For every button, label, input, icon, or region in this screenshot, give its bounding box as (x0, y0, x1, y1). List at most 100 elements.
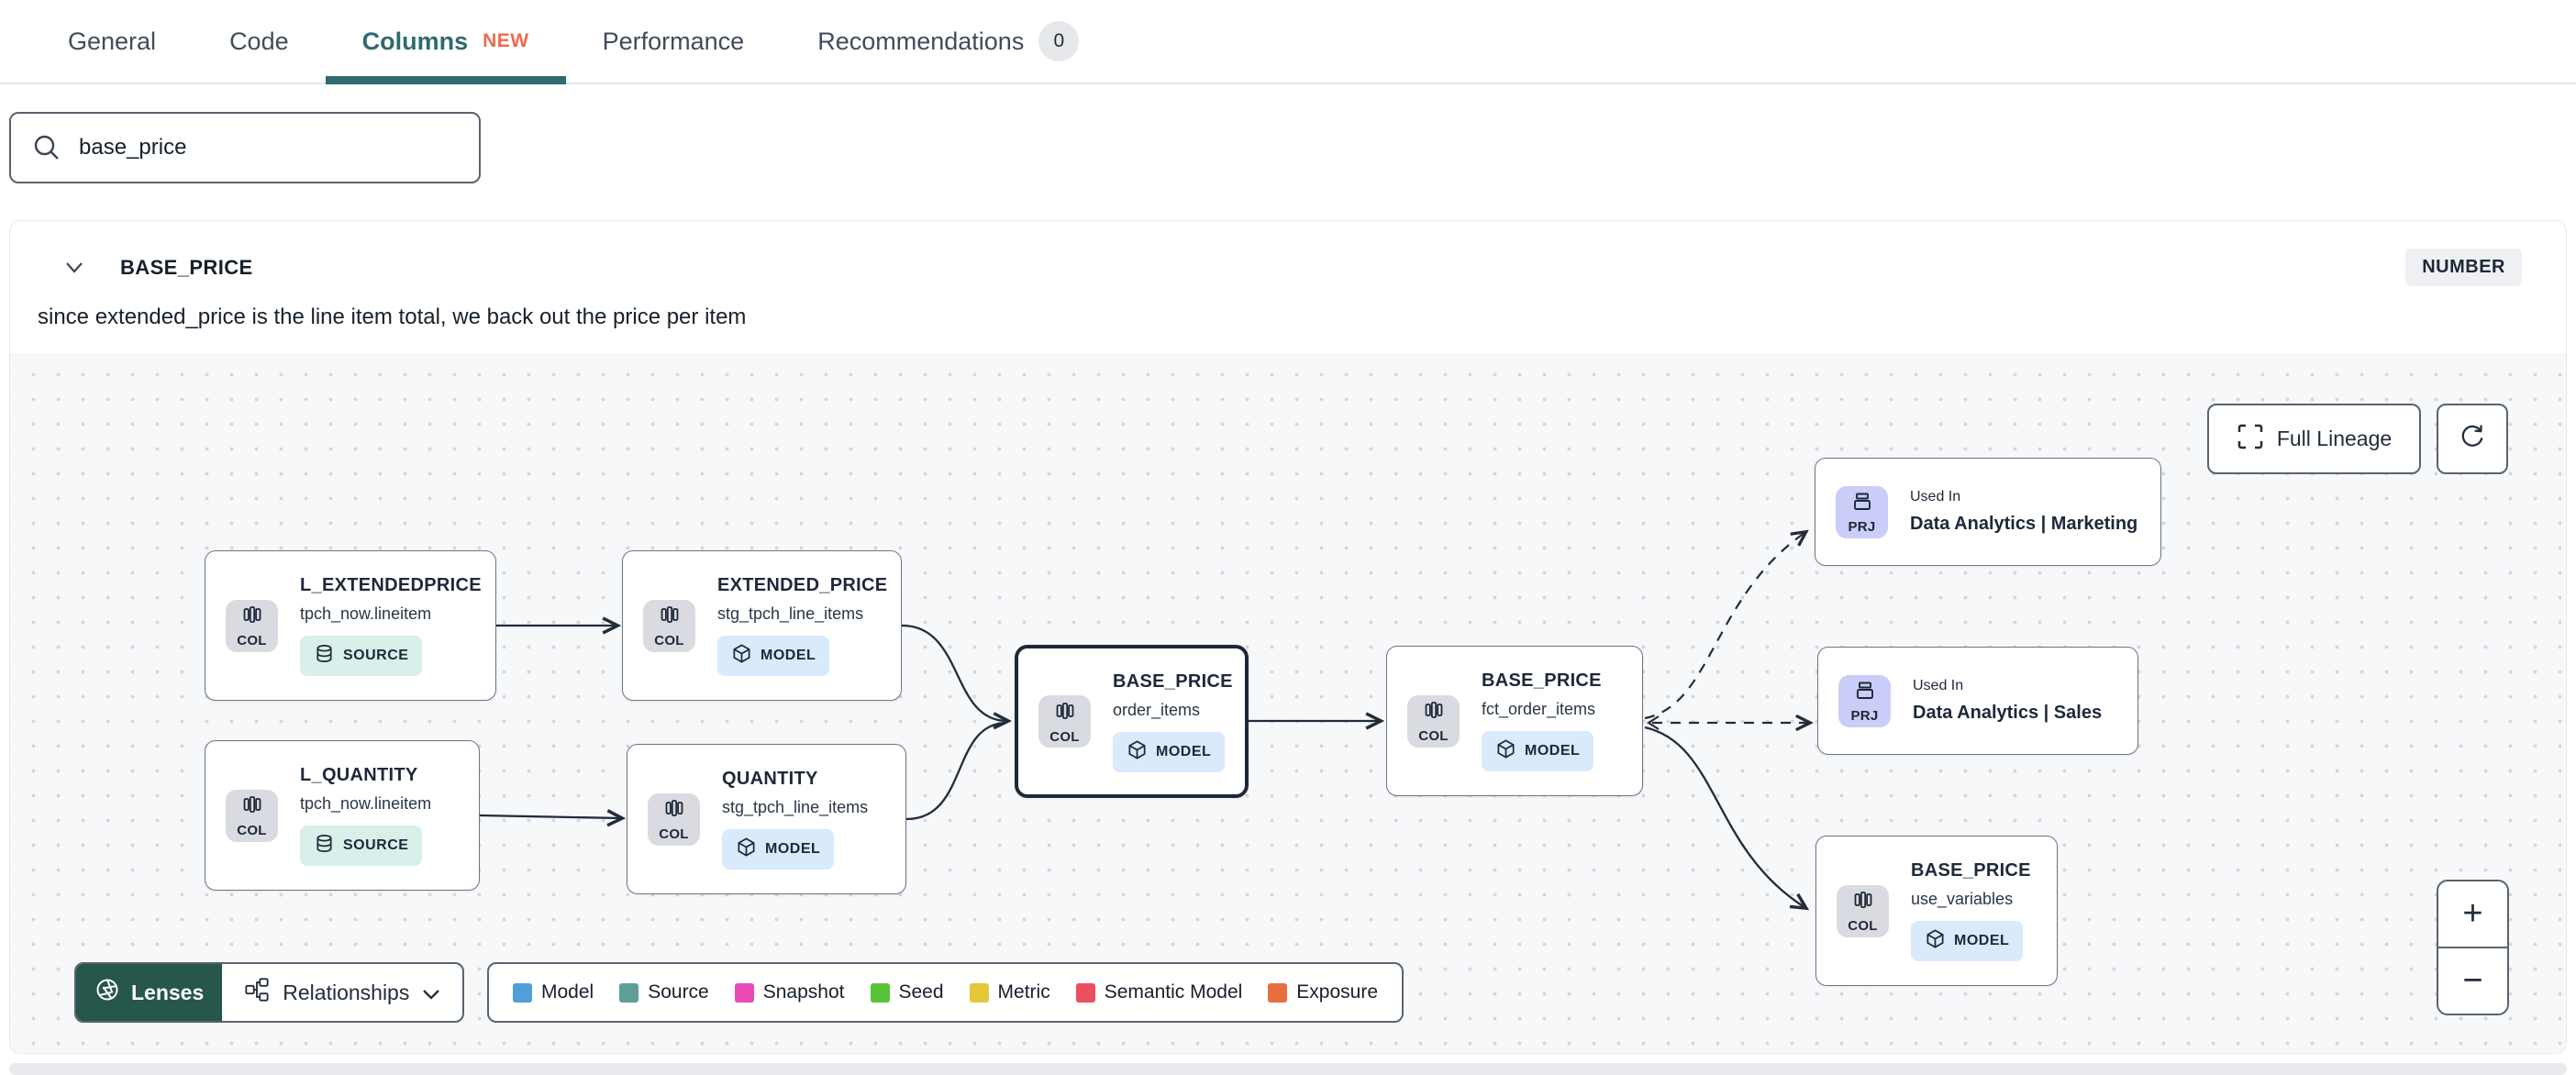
col-badge: COL (643, 599, 695, 652)
columns-icon (662, 797, 686, 826)
seed-swatch (870, 982, 890, 1003)
node-type-pill: MODEL (717, 636, 830, 676)
zoom-controls: + − (2437, 880, 2509, 1015)
cube-icon (1127, 739, 1148, 765)
col-badge: COL (1407, 694, 1460, 748)
lenses-button[interactable]: Lenses (76, 964, 223, 1021)
cube-icon (1925, 928, 1946, 954)
node-type-label: MODEL (765, 841, 821, 857)
tab-performance[interactable]: Performance (566, 0, 782, 83)
columns-icon (658, 604, 682, 632)
column-type-badge: NUMBER (2405, 249, 2522, 286)
tab-label: Code (229, 27, 289, 55)
node-title: BASE_PRICE (1911, 860, 2031, 881)
node-type-label: MODEL (1525, 743, 1581, 759)
lineage-node-base-price-fct-order-items[interactable]: COL BASE_PRICE fct_order_items MODEL (1386, 646, 1643, 796)
snapshot-swatch (734, 982, 754, 1003)
node-subtitle: fct_order_items (1482, 700, 1596, 718)
column-card-header: BASE_PRICE NUMBER (10, 221, 2566, 286)
node-title: QUANTITY (722, 769, 818, 789)
lineage-node-exposure-sales[interactable]: PRJ Used In Data Analytics | Sales (1817, 647, 2138, 755)
aperture-icon (94, 977, 120, 1008)
node-subtitle: stg_tpch_line_items (722, 798, 869, 816)
badge-label: COL (659, 826, 689, 842)
node-subtitle: tpch_now.lineitem (300, 604, 432, 623)
legend-label: Source (648, 981, 709, 1003)
project-icon (1853, 679, 1877, 707)
cube-icon (731, 643, 752, 669)
badge-label: COL (237, 633, 267, 648)
legend-item-seed: Seed (870, 981, 944, 1003)
lineage-node-quantity[interactable]: COL QUANTITY stg_tpch_line_items MODEL (627, 744, 906, 894)
search-icon (31, 132, 62, 163)
tab-general[interactable]: General (31, 0, 193, 83)
chevron-down-icon (422, 981, 440, 1005)
lineage-node-extended-price[interactable]: COL EXTENDED_PRICE stg_tpch_line_items M… (622, 550, 902, 701)
horizontal-scrollbar[interactable] (9, 1063, 2567, 1075)
legend-item-source: Source (619, 981, 709, 1003)
database-icon (314, 833, 335, 859)
lineage-node-exposure-marketing[interactable]: PRJ Used In Data Analytics | Marketing (1815, 458, 2161, 566)
node-type-label: SOURCE (343, 837, 409, 853)
node-title: L_EXTENDEDPRICE (300, 575, 482, 595)
col-badge: COL (226, 599, 278, 652)
lineage-node-l-quantity[interactable]: COL L_QUANTITY tpch_now.lineitem SOURCE (205, 740, 480, 891)
refresh-icon (2457, 421, 2488, 458)
badge-label: COL (1848, 918, 1878, 934)
node-type-pill: MODEL (722, 829, 835, 870)
prj-badge: PRJ (1836, 485, 1888, 538)
badge-label: COL (1049, 728, 1080, 745)
tab-recommendations[interactable]: Recommendations 0 (781, 0, 1116, 83)
zoom-out-button[interactable]: − (2438, 947, 2507, 1014)
badge-label: COL (654, 633, 684, 648)
lenses-toolbar: Lenses Relationships (74, 962, 465, 1023)
legend-label: Exposure (1296, 981, 1379, 1003)
recommendations-count-badge: 0 (1038, 21, 1080, 61)
legend-label: Semantic Model (1104, 981, 1243, 1003)
lineage-node-l-extendedprice[interactable]: COL L_EXTENDEDPRICE tpch_now.lineitem SO… (205, 550, 496, 701)
zoom-in-button[interactable]: + (2462, 894, 2483, 933)
columns-icon (240, 604, 264, 632)
node-title: BASE_PRICE (1482, 670, 1602, 691)
lineage-node-base-price-use-variables[interactable]: COL BASE_PRICE use_variables MODEL (1815, 836, 2058, 986)
exposure-swatch (1268, 982, 1288, 1003)
legend-item-semantic-model: Semantic Model (1075, 981, 1243, 1003)
cube-icon (736, 837, 757, 862)
source-swatch (619, 982, 639, 1003)
legend-item-model: Model (513, 981, 594, 1003)
col-badge: COL (1038, 695, 1091, 748)
node-overline: Used In (1910, 489, 1961, 504)
column-card: BASE_PRICE NUMBER since extended_price i… (9, 220, 2567, 1054)
expand-icon (2237, 423, 2264, 456)
full-lineage-button[interactable]: Full Lineage (2207, 404, 2421, 474)
legend-label: Model (541, 981, 594, 1003)
lineage-canvas[interactable]: COL L_EXTENDEDPRICE tpch_now.lineitem SO… (10, 354, 2566, 1053)
columns-icon (1422, 699, 1446, 727)
column-title: BASE_PRICE (120, 255, 253, 279)
refresh-button[interactable] (2437, 404, 2508, 474)
node-title: Data Analytics | Sales (1913, 703, 2103, 723)
node-title: EXTENDED_PRICE (717, 575, 888, 595)
collapse-chevron-icon[interactable] (63, 260, 85, 275)
node-title: BASE_PRICE (1113, 670, 1233, 692)
legend-label: Snapshot (762, 981, 845, 1003)
tab-columns[interactable]: Columns NEW (325, 0, 566, 84)
relationships-selector[interactable]: Relationships (222, 964, 462, 1021)
relationships-label: Relationships (283, 980, 410, 1004)
columns-icon (1851, 889, 1875, 917)
search-input[interactable] (79, 135, 459, 161)
node-type-pill: MODEL (1113, 731, 1226, 772)
col-badge: COL (226, 789, 278, 842)
metric-swatch (969, 982, 989, 1003)
badge-label: PRJ (1848, 519, 1876, 535)
lineage-node-base-price-order-items[interactable]: COL BASE_PRICE order_items MODEL (1015, 645, 1249, 798)
node-type-label: SOURCE (343, 648, 409, 663)
database-icon (314, 643, 335, 669)
legend-label: Seed (898, 981, 944, 1003)
legend-item-metric: Metric (969, 981, 1050, 1003)
badge-label: COL (237, 823, 267, 838)
legend-item-snapshot: Snapshot (734, 981, 845, 1003)
badge-label: COL (1418, 728, 1449, 744)
lineage-edges (479, 355, 2567, 1054)
tab-code[interactable]: Code (193, 0, 326, 83)
